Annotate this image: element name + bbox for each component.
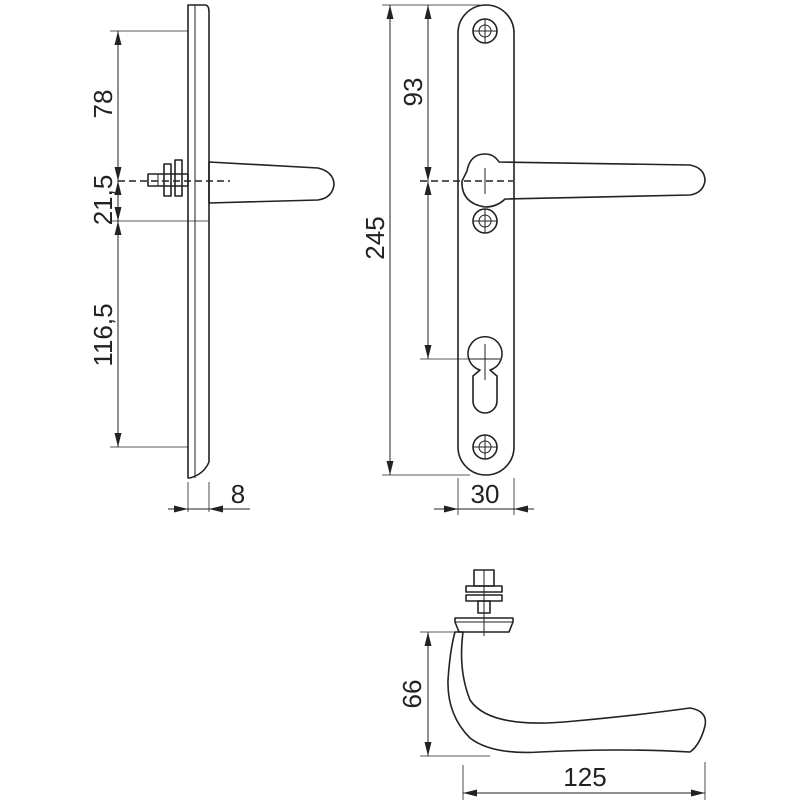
dim-side-top-to-handle: 78: [88, 90, 118, 119]
top-spindle: [465, 569, 503, 614]
side-plate: [187, 4, 210, 479]
dim-side-handle-to-bottom: 116,5: [88, 303, 118, 366]
dim-side-handle-block: 21,5: [88, 175, 118, 226]
dim-handle-height: 66: [397, 680, 427, 709]
side-handle-lever: [208, 161, 335, 204]
dim-front-top-to-handle: 93: [398, 78, 428, 107]
dim-front-width: 30: [471, 479, 500, 509]
side-view: 78 21,5 116,5 8: [88, 4, 335, 513]
screw-hole-top-icon: [472, 18, 498, 44]
dim-side-thickness: 8: [231, 479, 245, 509]
dim-handle-length: 125: [563, 762, 606, 792]
front-handle-lever: [461, 153, 706, 208]
top-view: 66 125: [397, 569, 707, 800]
screw-hole-bottom-icon: [472, 434, 498, 460]
screw-hole-middle-icon: [472, 208, 498, 234]
cylinder-cutout-icon: [467, 336, 503, 414]
top-lever-body: [447, 631, 707, 754]
front-view: 93 245 30: [360, 4, 706, 515]
front-plate: [457, 4, 515, 476]
dim-front-total-height: 245: [360, 216, 390, 259]
side-spindle: [147, 159, 189, 197]
